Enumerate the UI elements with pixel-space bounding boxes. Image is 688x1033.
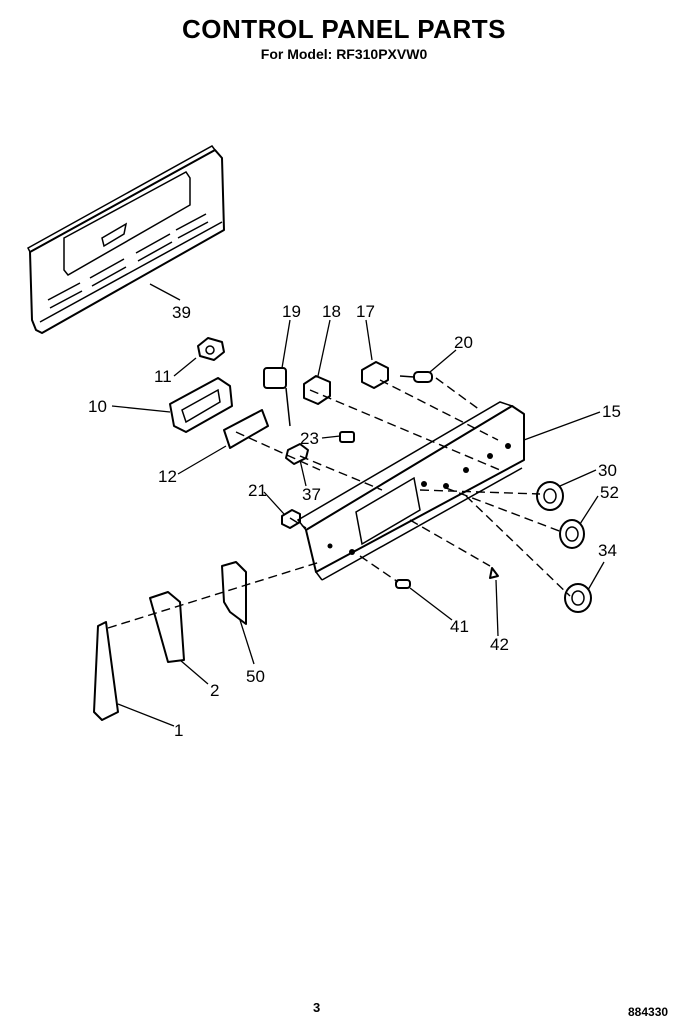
callout-labels: 39 19 18 17 20 11 10 15 23 12 30 21 37 5… (88, 302, 621, 740)
part-18-switch (303, 375, 331, 405)
part-15-control-panel (296, 401, 525, 581)
callout-52: 52 (600, 483, 619, 502)
callout-23: 23 (300, 429, 319, 448)
callout-34: 34 (598, 541, 617, 560)
leader-lines (111, 283, 605, 727)
callout-15: 15 (602, 402, 621, 421)
part-41-screw (395, 579, 411, 589)
part-30-knob (536, 481, 564, 511)
callout-30: 30 (598, 461, 617, 480)
model-subtitle: For Model: RF310PXVW0 (260, 46, 428, 62)
part-42-clip (489, 567, 499, 579)
part-19-switch (263, 367, 291, 427)
callout-20: 20 (454, 333, 473, 352)
part-50-bracket (221, 561, 247, 625)
part-1-bracket (93, 621, 119, 721)
callout-37: 37 (302, 485, 321, 504)
callout-2: 2 (210, 681, 219, 700)
part-12-lens (223, 409, 269, 449)
page-number: 3 (313, 1000, 321, 1015)
part-20-lamp (399, 371, 433, 383)
callout-50: 50 (246, 667, 265, 686)
part-10-display-frame (169, 377, 233, 433)
part-39-rear-panel (27, 145, 225, 334)
callout-12: 12 (158, 467, 177, 486)
callout-11: 11 (154, 367, 172, 386)
callout-18: 18 (322, 302, 341, 321)
part-2-bracket (149, 591, 185, 663)
part-34-knob (564, 583, 592, 613)
callout-19: 19 (282, 302, 301, 321)
callout-10: 10 (88, 397, 107, 416)
callout-39: 39 (172, 303, 191, 322)
callout-41: 41 (450, 617, 469, 636)
callout-21: 21 (248, 481, 267, 500)
part-52-knob (559, 519, 585, 549)
part-23-connector (339, 431, 355, 443)
callout-42: 42 (490, 635, 509, 654)
callout-1: 1 (174, 721, 183, 740)
part-11-bracket (197, 337, 225, 361)
part-17-switch (361, 361, 389, 389)
document-number: 884330 (628, 1005, 669, 1019)
page-title: CONTROL PANEL PARTS (182, 14, 506, 44)
assembly-lines (107, 377, 571, 629)
callout-17: 17 (356, 302, 375, 321)
